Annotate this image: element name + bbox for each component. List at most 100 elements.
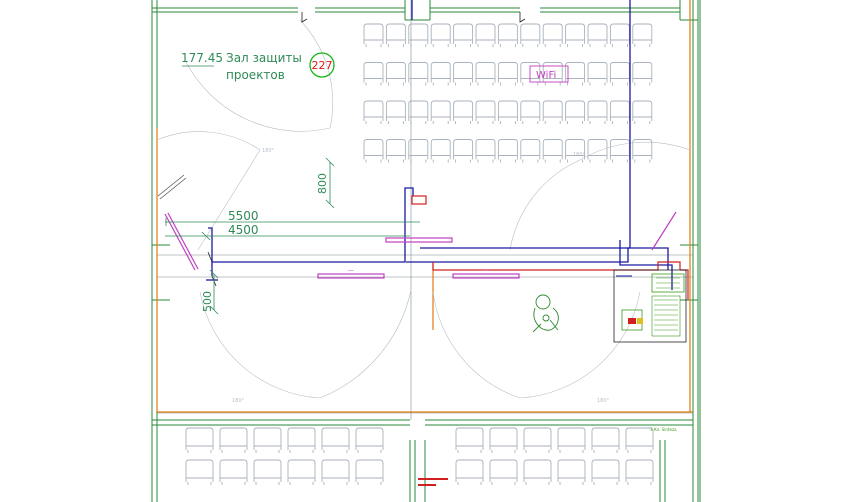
upper-seat: [453, 62, 474, 86]
lower-seat-right: [591, 427, 620, 453]
svg-text:180°: 180°: [597, 398, 610, 404]
lower-seat-left: [355, 459, 384, 485]
lower-seat-left: [287, 427, 316, 453]
room-area: 177.45: [181, 51, 223, 65]
door-swing-arcs: [156, 19, 691, 399]
upper-seating-block: [363, 23, 653, 163]
ceiling-markers: — —: [348, 267, 489, 274]
upper-seat: [497, 23, 518, 47]
dimension-500: 500: [201, 291, 214, 312]
upper-seat: [542, 100, 563, 124]
walls: [151, 0, 701, 502]
wifi-access-point: WiFi: [529, 65, 569, 83]
equipment-cabinet: [613, 269, 687, 343]
svg-text:180°: 180°: [262, 148, 275, 154]
upper-seat: [430, 100, 451, 124]
lower-seat-left: [219, 459, 248, 485]
upper-seat: [408, 23, 429, 47]
power-socket: [411, 195, 427, 205]
network-cabling: [206, 0, 673, 290]
upper-seat: [453, 139, 474, 163]
person-icon: [532, 294, 559, 333]
upper-seat: [565, 139, 586, 163]
upper-seat: [385, 62, 406, 86]
lower-seat-right: [489, 427, 518, 453]
room-number-tag: 227: [309, 52, 335, 78]
lower-seating-block: [185, 427, 654, 485]
room-annotation: 177.45 Зал защиты проектов: [181, 51, 302, 82]
upper-seat: [475, 23, 496, 47]
lower-seat-left: [321, 427, 350, 453]
room-number: 227: [312, 59, 333, 72]
lower-seat-right: [489, 459, 518, 485]
upper-seat: [632, 139, 653, 163]
room-name-line1: Зал защиты: [226, 51, 302, 65]
orange-boundary: [156, 0, 693, 413]
lower-seat-left: [253, 459, 282, 485]
lower-seat-right: [455, 427, 484, 453]
upper-seat: [565, 23, 586, 47]
upper-seat: [497, 139, 518, 163]
lower-seat-left: [253, 427, 282, 453]
upper-seat: [430, 62, 451, 86]
equipment-note: 3 Кл. Sinteza: [650, 427, 677, 432]
axis-grid-lines: [157, 0, 693, 420]
upper-seat: [587, 23, 608, 47]
upper-seat: [632, 100, 653, 124]
upper-seat: [609, 62, 630, 86]
upper-seat: [475, 100, 496, 124]
svg-text:180°: 180°: [232, 398, 245, 404]
dimension-4500: 4500: [228, 223, 259, 237]
upper-seat: [453, 23, 474, 47]
wifi-label: WiFi: [536, 70, 556, 81]
upper-seat: [587, 139, 608, 163]
upper-seat: [587, 100, 608, 124]
upper-seat: [385, 139, 406, 163]
upper-seat: [520, 100, 541, 124]
upper-seat: [408, 62, 429, 86]
upper-seat: [497, 62, 518, 86]
upper-seat: [542, 139, 563, 163]
upper-seat: [430, 139, 451, 163]
dimension-5500: 5500: [228, 209, 259, 223]
upper-seat: [565, 62, 586, 86]
upper-seat: [475, 62, 496, 86]
room-name-line2: проектов: [226, 68, 285, 82]
left-door: [157, 174, 187, 200]
upper-seat: [363, 62, 384, 86]
dimension-labels: 5500 4500 800 500: [201, 173, 329, 312]
arc-tick-labels: 180° 180° 180° 180°: [232, 148, 610, 404]
upper-seat: [497, 100, 518, 124]
dimension-lines: [165, 65, 420, 315]
upper-seat: [542, 62, 563, 86]
lower-seat-left: [287, 459, 316, 485]
lower-seat-left: [321, 459, 350, 485]
upper-seat: [453, 100, 474, 124]
upper-seat: [363, 100, 384, 124]
lower-seat-right: [455, 459, 484, 485]
lower-seat-left: [185, 459, 214, 485]
upper-seat: [408, 139, 429, 163]
upper-seat: [632, 23, 653, 47]
upper-seat: [385, 100, 406, 124]
lower-seat-left: [185, 427, 214, 453]
lower-seat-right: [557, 427, 586, 453]
upper-seat: [609, 23, 630, 47]
ceiling-marker-1: —: [348, 267, 354, 274]
svg-text:180°: 180°: [573, 152, 586, 158]
wall-devices: [207, 12, 526, 287]
upper-seat: [520, 23, 541, 47]
lower-seat-right: [523, 459, 552, 485]
lower-seat-right: [625, 427, 654, 453]
ceiling-marker-2: —: [483, 267, 489, 274]
upper-seat: [632, 62, 653, 86]
upper-seat: [609, 139, 630, 163]
lower-seat-right: [591, 459, 620, 485]
upper-seat: [408, 100, 429, 124]
power-cabling: [432, 261, 689, 300]
upper-seat: [542, 23, 563, 47]
lower-seat-left: [219, 427, 248, 453]
upper-seat: [385, 23, 406, 47]
